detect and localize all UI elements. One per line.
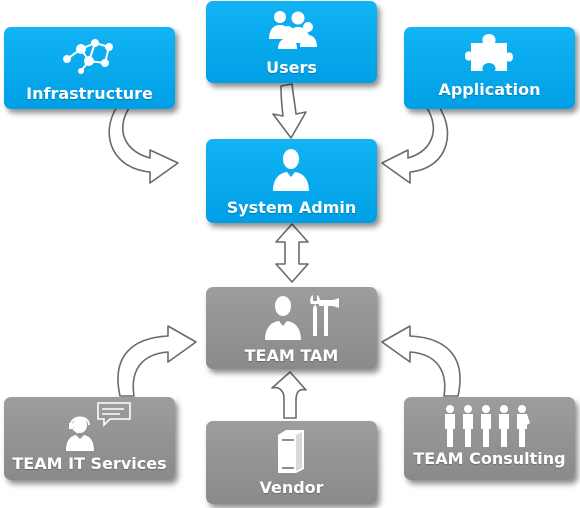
arrow-it-services-to-team-tam (117, 325, 197, 397)
node-team-tam[interactable]: TEAM TAM (206, 287, 377, 369)
person-with-tools-icon (265, 295, 339, 340)
arrow-vendor-to-team-tam (271, 371, 307, 419)
node-team-tam-label: TEAM TAM (244, 346, 339, 365)
node-infrastructure-label: Infrastructure (26, 84, 153, 103)
arrow-consulting-to-team-tam (381, 325, 461, 397)
node-team-consulting-label: TEAM Consulting (413, 449, 566, 468)
node-infrastructure[interactable]: Infrastructure (4, 27, 175, 109)
support-headset-icon (66, 402, 131, 451)
node-application-label: Application (438, 80, 541, 99)
users-group-icon (269, 11, 317, 49)
node-users-label: Users (266, 58, 317, 77)
arrow-application-to-system-admin (381, 99, 449, 184)
node-team-consulting[interactable]: TEAM Consulting (404, 397, 575, 480)
arrow-infrastructure-to-system-admin (108, 99, 179, 184)
node-team-it-services[interactable]: TEAM IT Services (4, 397, 175, 480)
node-application[interactable]: Application (404, 27, 575, 109)
person-icon (273, 149, 309, 191)
arrow-users-to-system-admin (272, 83, 307, 139)
node-team-it-services-label: TEAM IT Services (12, 454, 167, 473)
puzzle-piece-icon (465, 34, 513, 71)
network-icon (63, 39, 113, 74)
people-team-icon (445, 405, 530, 447)
node-vendor-label: Vendor (259, 478, 324, 497)
arrow-system-admin-tam-double (275, 223, 309, 283)
node-system-admin[interactable]: System Admin (206, 139, 377, 223)
node-vendor[interactable]: Vendor (206, 421, 377, 504)
node-users[interactable]: Users (206, 1, 377, 83)
server-icon (278, 430, 304, 473)
node-system-admin-label: System Admin (226, 198, 357, 217)
